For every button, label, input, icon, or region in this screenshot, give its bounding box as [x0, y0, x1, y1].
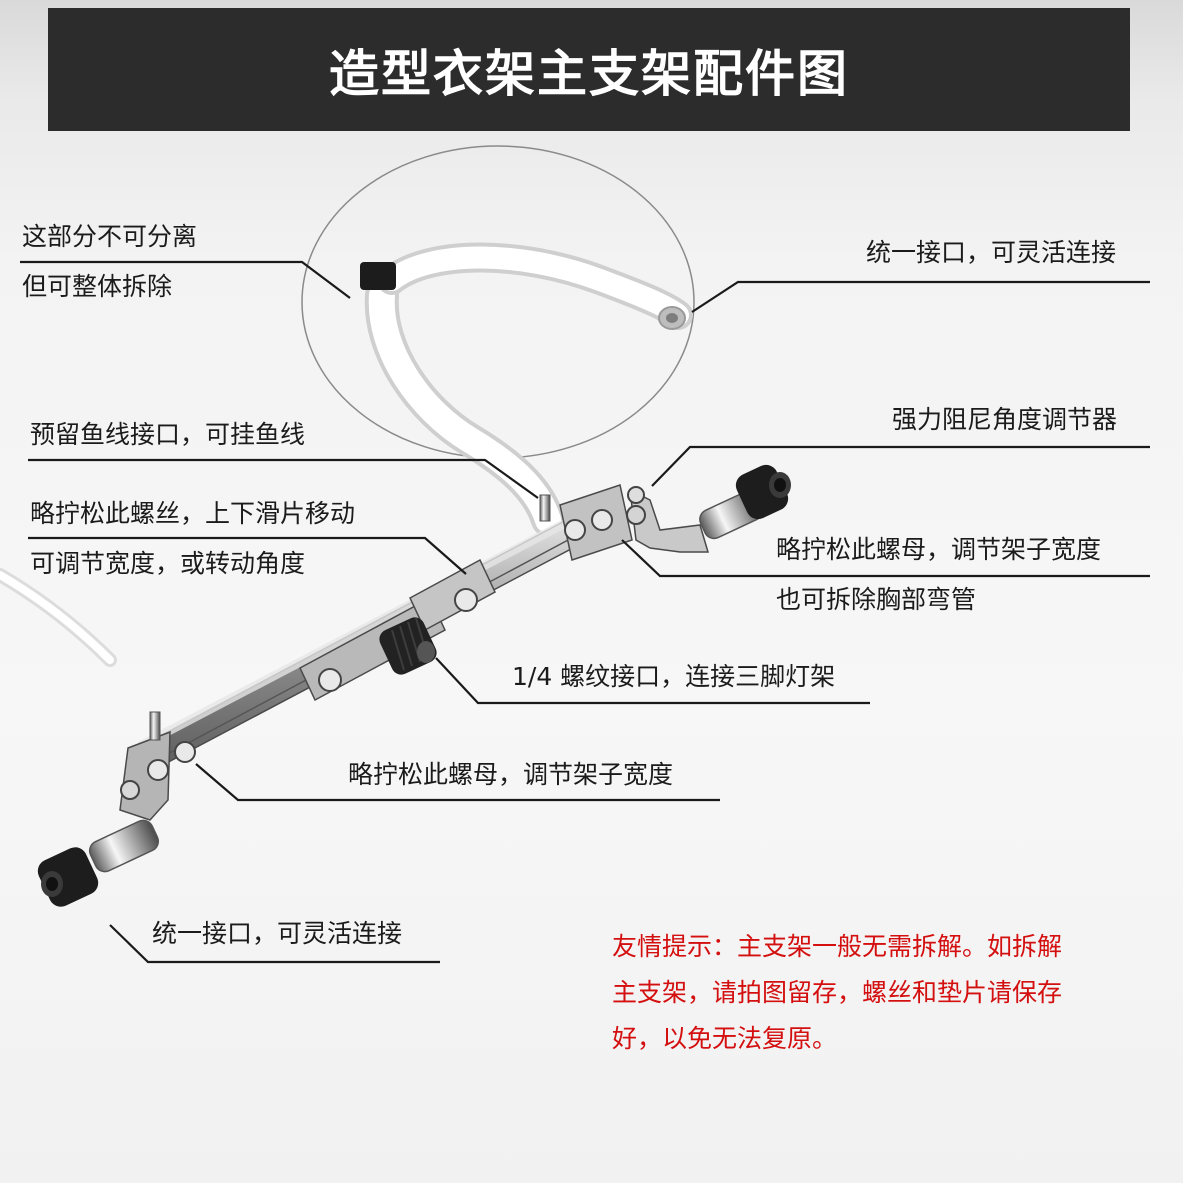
tip-line-3: 好，以免无法复原。: [612, 1024, 838, 1053]
callout-thread: [435, 657, 870, 705]
callout-lines: [20, 260, 1150, 964]
label-nut-bottom: 略拧松此螺母，调节架子宽度: [348, 760, 674, 789]
callout-inseparable: [20, 260, 351, 299]
label-screw-1: 略拧松此螺丝，上下滑片移动: [30, 499, 356, 528]
callout-unified-top: [691, 280, 1150, 313]
callout-screw: [28, 536, 467, 575]
label-nut-right-1: 略拧松此螺母，调节架子宽度: [776, 535, 1102, 564]
callout-unified-bottom: [109, 924, 440, 964]
tip-line-1: 友情提示：主支架一般无需拆解。如拆解: [612, 932, 1063, 961]
callout-nut-bottom: [195, 763, 720, 802]
tip-line-2: 主支架，请拍图留存，螺丝和垫片请保存: [612, 978, 1063, 1007]
label-damper: 强力阻尼角度调节器: [892, 405, 1118, 434]
label-inseparable-2: 但可整体拆除: [22, 272, 173, 301]
label-screw-2: 可调节宽度，或转动角度: [30, 549, 306, 578]
thread-knob: [379, 617, 437, 675]
screws: [120, 486, 646, 800]
chest-tubes: [360, 242, 693, 537]
callout-fishing: [28, 458, 539, 499]
callout-damper: [651, 445, 1150, 487]
friendly-tip: 友情提示：主支架一般无需拆解。如拆解 主支架，请拍图留存，螺丝和垫片请保存 好，…: [612, 924, 1112, 1062]
label-nut-right-2: 也可拆除胸部弯管: [776, 585, 977, 614]
label-unified-bottom: 统一接口，可灵活连接: [152, 919, 403, 948]
label-thread: 1/4 螺纹接口，连接三脚灯架: [512, 662, 836, 691]
title-banner: 造型衣架主支架配件图: [48, 8, 1130, 131]
right-connector: [699, 464, 791, 540]
left-connector: [37, 819, 160, 907]
page-title: 造型衣架主支架配件图: [329, 44, 849, 103]
callout-nut-right: [621, 539, 1150, 578]
label-inseparable-1: 这部分不可分离: [22, 222, 198, 251]
label-unified-top: 统一接口，可灵活连接: [866, 238, 1117, 267]
label-fishing-line: 预留鱼线接口，可挂鱼线: [30, 420, 306, 449]
